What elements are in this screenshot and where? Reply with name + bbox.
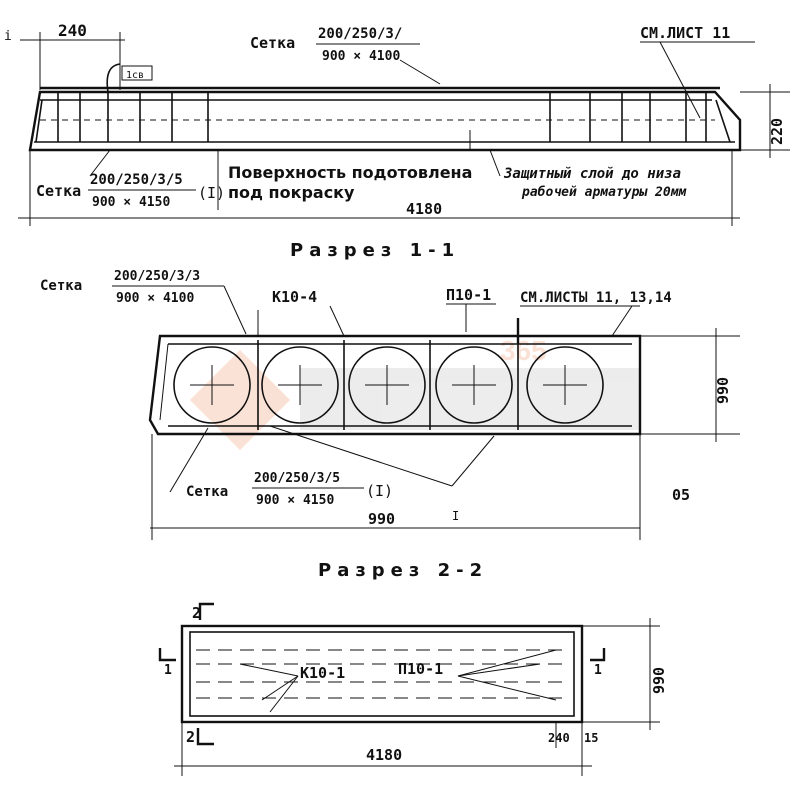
mesh-top-den: 900 × 4100: [322, 49, 400, 64]
mesh-top-num: 200/250/3/: [318, 26, 402, 42]
svg-text:365: 365: [500, 335, 547, 366]
sheet-ref-11: СМ.ЛИСТ 11: [640, 24, 730, 42]
s22-frame-label: К10-1: [300, 664, 345, 682]
mesh-bottom-mark: (I): [198, 184, 225, 202]
mesh-top-prefix: Сетка: [250, 34, 295, 52]
section-1-1: Разрез 1-1 365 Сетка 200/250/3/3 900 × 4…: [40, 240, 740, 540]
s11-mesh-top-num: 200/250/3/3: [114, 269, 200, 284]
s11-voids: [173, 340, 604, 430]
mesh-bottom-prefix: Сетка: [36, 182, 81, 200]
s11-plate-label: П10-1: [446, 286, 491, 304]
note-surface-line2: под покраску: [228, 183, 355, 202]
s11-slab-outline: [148, 334, 642, 436]
s11-dim-height: 990: [714, 377, 732, 404]
s22-cut-bottom: 2: [186, 728, 195, 746]
elevation-view: 240 i 1св: [4, 21, 790, 226]
s22-slab-outline: [180, 624, 584, 724]
s11-mesh-bottom-num: 200/250/3/5: [254, 471, 340, 486]
section-2-2: Разрез 2-2 2 2 1 1 К10-1 П10-1: [158, 560, 668, 776]
note-cover-line2: рабочей арматуры 20мм: [521, 185, 687, 200]
s11-dim-width: 990: [368, 510, 395, 528]
s11-mesh-top-den: 900 × 4100: [116, 291, 194, 306]
mesh-bottom-den: 900 × 4150: [92, 195, 170, 210]
s22-dim-end-b: 15: [584, 731, 598, 745]
s11-cut-mark: I: [452, 509, 459, 523]
s11-mesh-bottom-mark: (I): [366, 482, 393, 500]
s22-plate-label: П10-1: [398, 660, 443, 678]
section-2-2-title: Разрез 2-2: [318, 560, 488, 581]
s11-extra-05: 05: [672, 486, 690, 504]
s22-dim-height: 990: [650, 667, 668, 694]
mesh-bottom-num: 200/250/3/5: [90, 172, 183, 188]
s22-dim-length: 4180: [366, 746, 402, 764]
s22-cut-top: 2: [192, 604, 201, 622]
note-surface-line1: Поверхность подотовлена: [228, 163, 472, 182]
s11-sheet-ref: СМ.ЛИСТЫ 11, 13,14: [520, 290, 672, 306]
note-cover-line1: Защитный слой до низа: [503, 166, 681, 182]
s22-dim-end-a: 240: [548, 731, 570, 745]
stray-mark: i: [4, 29, 12, 44]
dim-240-top: 240: [58, 21, 87, 40]
watermark-logo: 365: [190, 335, 640, 450]
small-mark-1sv: 1св: [126, 70, 144, 81]
s11-mesh-bottom-den: 900 × 4150: [256, 493, 334, 508]
s22-side-mark-left: 1: [164, 663, 172, 678]
dim-220: 220: [768, 118, 786, 145]
dim-4180-elevation: 4180: [406, 200, 442, 218]
section-1-1-title: Разрез 1-1: [290, 240, 460, 261]
s11-frame-label: К10-4: [272, 288, 317, 306]
s22-side-mark-right: 1: [594, 663, 602, 678]
s11-mesh-top-prefix: Сетка: [40, 278, 82, 294]
s11-mesh-bottom-prefix: Сетка: [186, 484, 228, 500]
